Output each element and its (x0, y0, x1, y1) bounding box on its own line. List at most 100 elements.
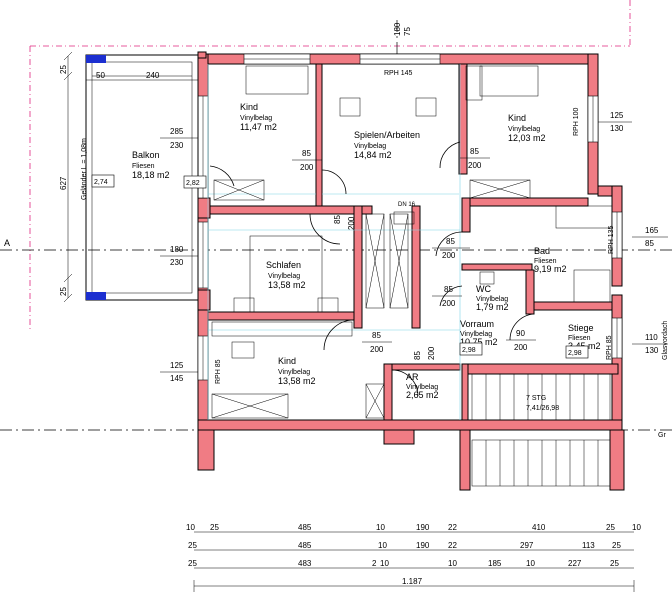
door-label-vertical: 85 (333, 215, 342, 224)
room-name: WC (476, 284, 491, 294)
room-name: Vorraum (460, 319, 494, 329)
room-floor: Fliesen (534, 258, 557, 265)
svg-text:90: 90 (516, 329, 525, 338)
room-area: 14,84 m2 (354, 150, 392, 160)
axis-right-label: Gr (658, 432, 666, 439)
railing-label: Geländer L = 1,08m (81, 138, 88, 200)
svg-text:190: 190 (416, 541, 430, 550)
svg-text:297: 297 (520, 541, 534, 550)
svg-text:125: 125 (610, 111, 624, 120)
door-label-vertical: 200 (427, 346, 436, 360)
room-area: 10,75 m2 (460, 337, 498, 347)
svg-text:2,98: 2,98 (462, 347, 476, 354)
room-bad: Bad Fliesen 9,19 m2 (534, 246, 567, 274)
room-name: Bad (534, 246, 550, 256)
svg-text:10: 10 (380, 559, 389, 568)
svg-text:25: 25 (210, 523, 219, 532)
svg-text:7,41/26,98: 7,41/26,98 (526, 405, 559, 412)
svg-text:145: 145 (170, 374, 184, 383)
room-wc: WC Vinylbelag 1,79 m2 (476, 284, 509, 312)
room-ar: AR Vinylbelag 2,65 m2 (406, 372, 439, 400)
room-area: 13,58 m2 (278, 376, 316, 386)
room-area: 2,65 m2 (406, 390, 439, 400)
room-name: Kind (508, 113, 526, 123)
axis-label: A (4, 238, 10, 248)
svg-text:200: 200 (370, 345, 384, 354)
canopy-label: Glasvordach (662, 321, 669, 360)
level-mark: 2,82 (183, 175, 207, 189)
top-dimension: 180 (393, 22, 402, 36)
level-mark: 2,98 (565, 345, 589, 359)
svg-text:485: 485 (298, 523, 312, 532)
svg-text:185: 185 (488, 559, 502, 568)
svg-text:1.187: 1.187 (402, 577, 423, 586)
svg-text:25: 25 (59, 65, 68, 74)
svg-text:285: 285 (170, 127, 184, 136)
svg-text:85: 85 (372, 331, 381, 340)
svg-text:10: 10 (378, 541, 387, 550)
svg-text:25: 25 (188, 541, 197, 550)
room-area: 1,79 m2 (476, 302, 509, 312)
rph-label: RPH 135 (608, 225, 615, 254)
room-name: Spielen/Arbeiten (354, 130, 420, 140)
room-kind3: Kind Vinylbelag 13,58 m2 (278, 356, 316, 386)
room-name: Kind (278, 356, 296, 366)
room-area: 9,19 m2 (534, 264, 567, 274)
stair-label: 7 STG 7,41/26,98 (526, 395, 559, 412)
door-label-vertical: 85 (413, 351, 422, 360)
room-floor: Vinylbelag (460, 331, 492, 338)
room-vorraum: Vorraum Vinylbelag 10,75 m2 (460, 319, 498, 347)
svg-text:10: 10 (448, 559, 457, 568)
room-kind1: Kind Vinylbelag 11,47 m2 (240, 102, 277, 132)
svg-text:2: 2 (372, 559, 377, 568)
room-floor: Vinylbelag (476, 296, 508, 303)
svg-text:165: 165 (645, 226, 659, 235)
svg-text:25: 25 (606, 523, 615, 532)
room-schlafen: Schlafen Vinylbelag 13,58 m2 (266, 260, 306, 290)
rph-label: RPH 85 (606, 335, 613, 360)
furniture (211, 65, 613, 419)
svg-text:85: 85 (645, 239, 654, 248)
room-floor: Vinylbelag (406, 384, 438, 391)
room-floor: Vinylbelag (240, 115, 272, 122)
svg-text:200: 200 (468, 161, 482, 170)
svg-text:130: 130 (645, 346, 659, 355)
door-label: 85 200 (362, 331, 392, 354)
svg-text:10: 10 (632, 523, 641, 532)
room-name: Kind (240, 102, 258, 112)
balcony-dimension: 50 240 (86, 71, 198, 81)
svg-text:7 STG: 7 STG (526, 395, 546, 402)
svg-text:627: 627 (59, 176, 68, 190)
door-swings (209, 141, 535, 397)
rph-label: RPH 85 (215, 359, 222, 384)
svg-text:125: 125 (170, 361, 184, 370)
svg-text:130: 130 (610, 124, 624, 133)
svg-text:22: 22 (448, 523, 457, 532)
room-floor: Fliesen (132, 163, 155, 170)
svg-text:25: 25 (612, 541, 621, 550)
room-floor: Fliesen (568, 335, 591, 342)
windows (197, 53, 623, 381)
room-balkon: Balkon Fliesen 18,18 m2 (132, 150, 170, 180)
top-dimension: 75 (403, 27, 412, 36)
room-spielen: Spielen/Arbeiten Vinylbelag 14,84 m2 (354, 130, 420, 160)
room-floor: Vinylbelag (278, 369, 310, 376)
room-kind2: Kind Vinylbelag 12,03 m2 (508, 113, 546, 143)
svg-text:10: 10 (186, 523, 195, 532)
level-mark: 2,74 (91, 174, 115, 188)
svg-text:485: 485 (298, 541, 312, 550)
svg-text:200: 200 (300, 163, 314, 172)
svg-text:85: 85 (444, 285, 453, 294)
room-floor: Vinylbelag (508, 126, 540, 133)
svg-text:2,74: 2,74 (94, 179, 108, 186)
svg-text:483: 483 (298, 559, 312, 568)
svg-text:230: 230 (170, 258, 184, 267)
svg-text:227: 227 (568, 559, 582, 568)
